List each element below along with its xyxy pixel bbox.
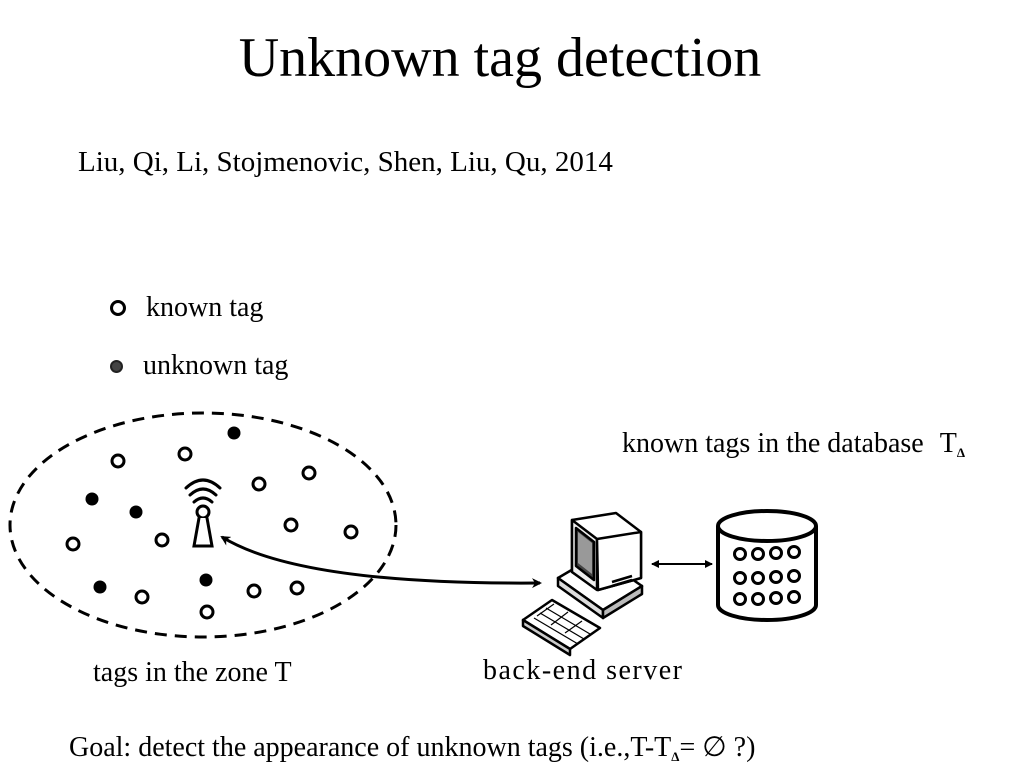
known-tag xyxy=(199,604,215,620)
known-tag xyxy=(289,580,305,596)
unknown-tag xyxy=(227,426,241,440)
slide-title: Unknown tag detection xyxy=(238,27,762,89)
unknown-tags xyxy=(85,426,241,594)
db-tag xyxy=(787,545,801,559)
known-tag xyxy=(251,476,267,492)
authors-citation: Liu, Qi, Li, Stojmenovic, Shen, Liu, Qu,… xyxy=(78,146,613,178)
db-tag xyxy=(751,547,765,561)
known-tag xyxy=(177,446,193,462)
db-tag xyxy=(751,571,765,585)
unknown-tag xyxy=(199,573,213,587)
tag-zone-boundary xyxy=(8,411,398,639)
known-tag xyxy=(110,453,126,469)
known-tag xyxy=(246,583,262,599)
reader-server-link-arrow xyxy=(220,535,542,589)
database-set-subscript: Δ xyxy=(956,445,965,460)
legend-unknown-label: unknown tag xyxy=(143,350,289,381)
db-tag xyxy=(787,590,801,604)
goal-subscript: Δ xyxy=(671,749,680,764)
unknown-tag xyxy=(93,580,107,594)
known-tag xyxy=(283,517,299,533)
db-tag xyxy=(769,591,783,605)
database-known-tags xyxy=(733,545,801,606)
db-tag xyxy=(751,592,765,606)
known-tag xyxy=(301,465,317,481)
db-tag xyxy=(733,592,747,606)
known-tag xyxy=(134,589,150,605)
legend-known-label: known tag xyxy=(146,292,264,323)
db-tag xyxy=(787,569,801,583)
database-set-symbol: T xyxy=(939,428,957,459)
database-label-text: known tags in the database xyxy=(622,428,924,459)
db-tag xyxy=(769,546,783,560)
legend-unknown: unknown tag xyxy=(110,350,288,382)
db-tag xyxy=(733,571,747,585)
goal-suffix: = ∅ ?) xyxy=(679,732,756,763)
zone-label: tags in the zone T xyxy=(93,657,292,688)
unknown-tag xyxy=(129,505,143,519)
known-tags xyxy=(65,446,359,620)
db-tag xyxy=(769,570,783,584)
known-tag xyxy=(343,524,359,540)
known-tag xyxy=(65,536,81,552)
db-tag xyxy=(733,547,747,561)
legend-known: known tag xyxy=(110,292,263,324)
unknown-tag xyxy=(85,492,99,506)
goal-prefix: Goal: detect the appearance of unknown t… xyxy=(69,732,672,763)
reader-antenna-icon xyxy=(184,478,222,548)
computer-icon xyxy=(521,511,644,657)
database-icon xyxy=(716,509,818,622)
unknown-tag-icon xyxy=(110,359,123,373)
database-label: known tags in the database TΔ xyxy=(622,428,965,460)
known-tag-icon xyxy=(110,300,126,316)
goal-statement: Goal: detect the appearance of unknown t… xyxy=(69,730,755,764)
server-label: back-end server xyxy=(483,655,684,686)
known-tag xyxy=(154,532,170,548)
